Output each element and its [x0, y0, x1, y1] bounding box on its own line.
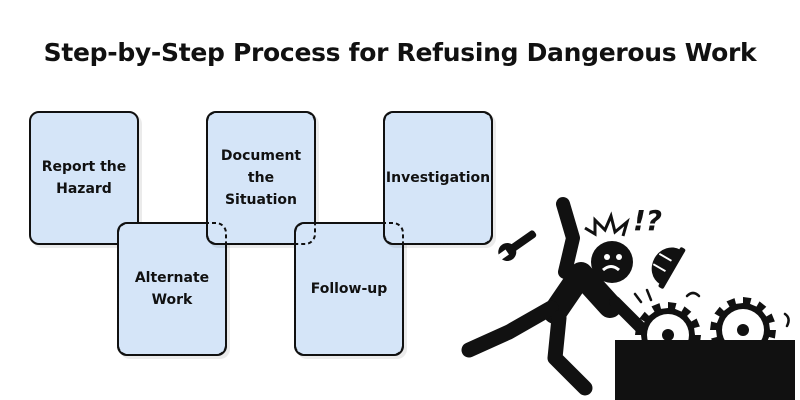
- impact-burst-icon: [584, 211, 630, 237]
- page-title: Step-by-Step Process for Refusing Danger…: [43, 38, 757, 67]
- wrench-icon: [498, 230, 537, 262]
- falling-worker-illustration: !?: [461, 197, 795, 400]
- worker-head: [591, 241, 633, 283]
- falling-worker-icon: [461, 197, 647, 396]
- hard-hat-icon: [651, 247, 686, 289]
- exclaim-text: !?: [633, 204, 662, 237]
- machine-box: [615, 340, 795, 400]
- motion-lines: [633, 288, 790, 328]
- worker-mouth: [602, 265, 620, 272]
